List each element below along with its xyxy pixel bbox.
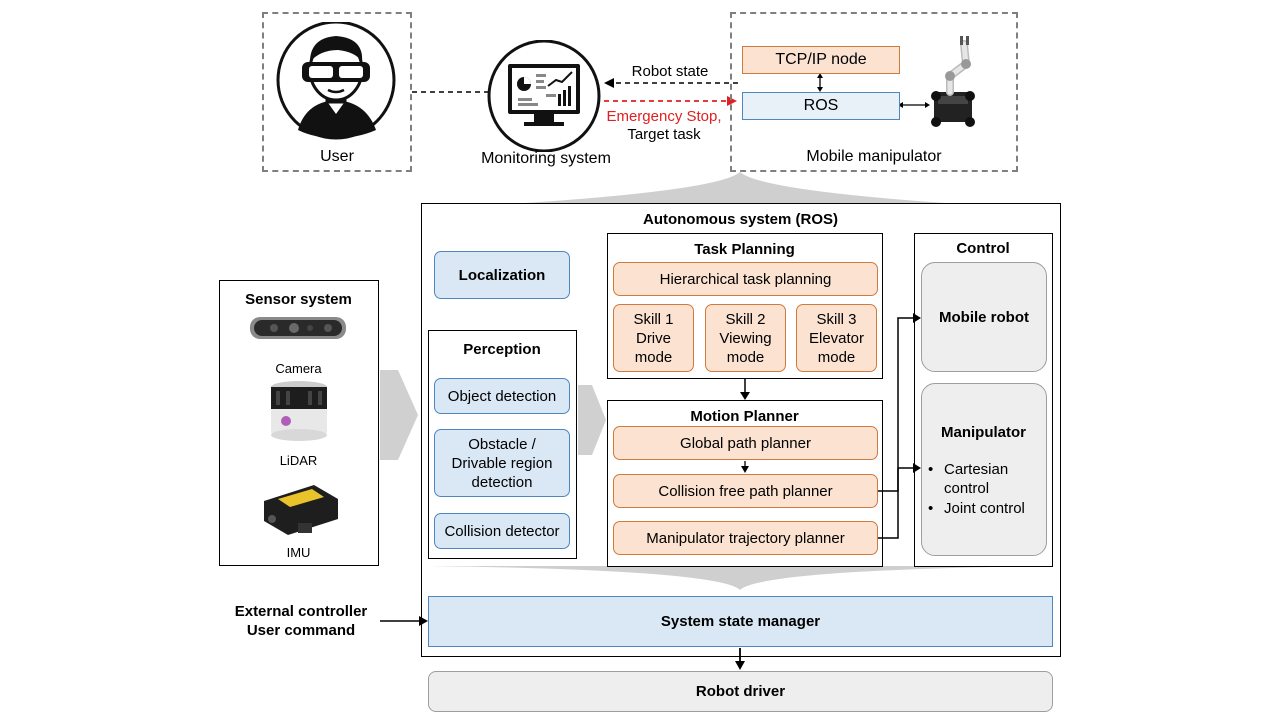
- collision-detector-box: Collision detector: [434, 513, 570, 549]
- localization-box: Localization: [434, 251, 570, 299]
- sensor-lidar-label: LiDAR: [279, 452, 318, 468]
- system-state-manager-box: System state manager: [428, 596, 1053, 647]
- skill-3-line3: mode: [817, 348, 856, 366]
- sensor-system-title: Sensor system: [245, 290, 352, 308]
- robot-state-arrowhead: [604, 78, 614, 88]
- object-detection-box: Object detection: [434, 378, 570, 414]
- perception-panel: Perception: [428, 330, 577, 559]
- skill-3-line1: Skill 3: [816, 310, 857, 328]
- external-controller-label: External controller: [234, 603, 368, 620]
- global-path-planner-box: Global path planner: [613, 426, 878, 460]
- skill-2-line1: Skill 2: [725, 310, 766, 328]
- robot-state-label: Robot state: [631, 63, 709, 80]
- lidar-sensor-icon: [271, 381, 327, 441]
- skill-1-line1: Skill 1: [633, 310, 674, 328]
- sensor-system-panel: Sensor system Camera LiDAR IMU: [219, 280, 379, 566]
- autonomous-system-panel: Autonomous system (ROS): [421, 203, 1061, 657]
- robot-driver-box: Robot driver: [428, 671, 1053, 712]
- bullet-cartesian: • Cartesian control: [928, 460, 1044, 500]
- control-panel: Control: [914, 233, 1053, 567]
- autonomous-system-title: Autonomous system (ROS): [642, 210, 838, 228]
- user-vr-headset-icon: [276, 22, 396, 140]
- skill-3-line2: Elevator: [808, 329, 865, 347]
- robot-arm-icon: [931, 36, 975, 127]
- bullet-cartesian-text: Cartesian control: [944, 461, 1009, 497]
- flow-funnel-top: [525, 172, 945, 203]
- flow-arrow-sensor: [380, 370, 418, 460]
- obstacle-detection-box: Obstacle / Drivable region detection: [434, 429, 570, 497]
- user-panel: User: [262, 12, 412, 172]
- task-planning-panel: Task Planning: [607, 233, 883, 379]
- skill-2-line2: Viewing: [719, 329, 772, 347]
- skill-2-line3: mode: [726, 348, 765, 366]
- manipulator-box: Manipulator • Cartesian control • Joint …: [921, 383, 1047, 556]
- manipulator-title: Manipulator: [941, 423, 1026, 441]
- sensor-camera-label: Camera: [275, 360, 322, 376]
- motion-planner-title: Motion Planner: [690, 407, 799, 425]
- imu-sensor-icon: [264, 485, 338, 535]
- emergency-stop-label: Emergency Stop,: [606, 108, 722, 125]
- monitor-dashboard-icon: [487, 40, 601, 152]
- skill-3-box: Skill 3 Elevator mode: [796, 304, 877, 372]
- skill-1-box: Skill 1 Drive mode: [613, 304, 694, 372]
- mobile-robot-box: Mobile robot: [921, 262, 1047, 372]
- collision-free-path-planner-box: Collision free path planner: [613, 474, 878, 508]
- skill-2-box: Skill 2 Viewing mode: [705, 304, 786, 372]
- bullet-dot: •: [928, 461, 934, 478]
- mobile-manipulator-label: Mobile manipulator: [806, 148, 942, 165]
- sensor-imu-label: IMU: [286, 544, 311, 560]
- ros-box: ROS: [742, 92, 900, 120]
- camera-sensor-icon: [250, 317, 346, 339]
- mobile-manipulator-panel: TCP/IP node ROS Mobile manipulator: [730, 12, 1018, 172]
- tcpip-node-box: TCP/IP node: [742, 46, 900, 74]
- target-task-label: Target task: [627, 126, 701, 143]
- skill-1-line3: mode: [634, 348, 673, 366]
- hierarchical-task-planning-box: Hierarchical task planning: [613, 262, 878, 296]
- bullet-joint-text: Joint control: [944, 500, 1025, 517]
- bullet-dot: •: [928, 500, 934, 517]
- skill-1-line2: Drive: [635, 329, 671, 347]
- user-command-label: User command: [246, 622, 356, 639]
- control-title: Control: [956, 239, 1010, 257]
- monitoring-label: Monitoring system: [481, 150, 611, 167]
- perception-title: Perception: [463, 340, 541, 358]
- motion-planner-panel: Motion Planner: [607, 400, 883, 567]
- task-planning-title: Task Planning: [694, 240, 795, 258]
- bullet-joint: • Joint control: [928, 499, 1044, 519]
- manipulator-trajectory-planner-box: Manipulator trajectory planner: [613, 521, 878, 555]
- user-label: User: [320, 148, 354, 165]
